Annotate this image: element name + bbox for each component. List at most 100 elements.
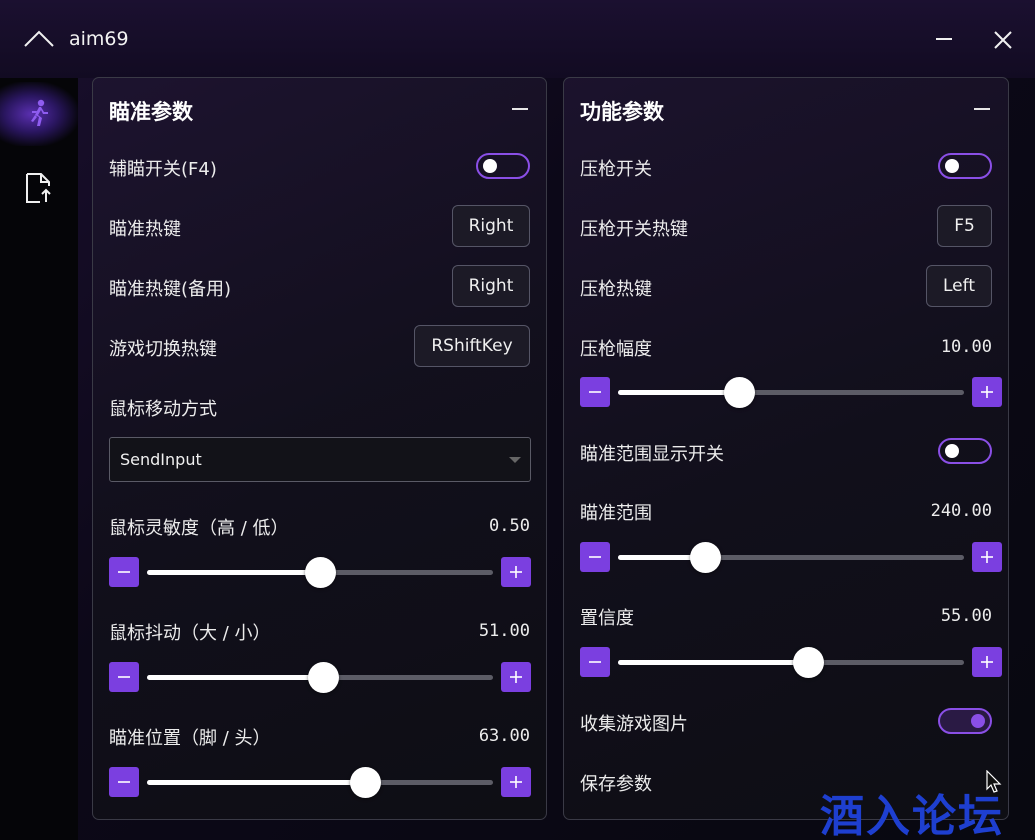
recoil-toggle-hotkey-button[interactable]: F5 [937, 205, 992, 247]
toggle-knob [945, 159, 959, 173]
file-upload-icon [26, 173, 51, 203]
toggle-knob [971, 714, 985, 728]
recoil-toggle-label: 压枪开关 [580, 159, 652, 180]
range-display-toggle[interactable] [938, 438, 992, 464]
sidebar-item-aim[interactable] [0, 82, 78, 146]
panel-title: 瞄准参数 [109, 100, 193, 124]
sensitivity-label: 鼠标灵敏度（高 / 低） [109, 518, 289, 539]
chevron-down-icon [509, 457, 521, 463]
slider-track[interactable] [147, 780, 493, 785]
recoil-hotkey-label: 压枪热键 [580, 279, 652, 300]
plus-icon [981, 386, 993, 398]
minus-button[interactable] [580, 377, 610, 407]
minus-button[interactable] [580, 542, 610, 572]
minimize-icon[interactable] [930, 25, 958, 53]
slider-thumb[interactable] [793, 647, 824, 678]
slider-thumb[interactable] [690, 542, 721, 573]
slider-thumb[interactable] [724, 377, 755, 408]
slider-fill [147, 780, 365, 785]
recoil-toggle-hotkey-label: 压枪开关热键 [580, 219, 688, 240]
aim-position-label: 瞄准位置（脚 / 头） [109, 728, 271, 749]
minus-icon [118, 781, 130, 783]
sidebar-item-export[interactable] [0, 156, 78, 220]
aim-toggle-label: 辅瞄开关(F4) [109, 159, 217, 180]
save-params-label[interactable]: 保存参数 [580, 774, 652, 795]
aim-params-panel: 瞄准参数 辅瞄开关(F4) 瞄准热键 Right 瞄准热键(备用) Right … [92, 77, 547, 820]
close-icon[interactable] [988, 25, 1018, 55]
aim-position-slider [109, 767, 531, 798]
slider-fill [147, 570, 320, 575]
slider-thumb[interactable] [305, 557, 336, 588]
slider-fill [147, 675, 323, 680]
slider-track[interactable] [618, 555, 964, 560]
slider-track[interactable] [618, 390, 964, 395]
slider-thumb[interactable] [308, 662, 339, 693]
game-switch-hotkey-button[interactable]: RShiftKey [414, 325, 530, 367]
minus-icon [589, 661, 601, 663]
recoil-toggle[interactable] [938, 153, 992, 179]
aim-toggle[interactable] [476, 153, 530, 179]
plus-icon [981, 551, 993, 563]
confidence-slider [580, 647, 1002, 678]
aim-range-label: 瞄准范围 [580, 503, 652, 524]
plus-button[interactable] [501, 767, 531, 797]
plus-icon [981, 656, 993, 668]
collect-images-label: 收集游戏图片 [580, 714, 688, 735]
recoil-amount-slider [580, 377, 1002, 408]
plus-button[interactable] [972, 542, 1002, 572]
minus-button[interactable] [580, 647, 610, 677]
sensitivity-slider [109, 557, 531, 588]
confidence-value: 55.00 [940, 606, 992, 626]
function-params-panel: 功能参数 压枪开关 压枪开关热键 F5 压枪热键 Left 压枪幅度 10.00… [563, 77, 1009, 820]
toggle-knob [483, 159, 497, 173]
recoil-hotkey-button[interactable]: Left [926, 265, 992, 307]
plus-icon [510, 671, 522, 683]
minus-icon [589, 391, 601, 393]
aim-hotkey-backup-button[interactable]: Right [452, 265, 530, 307]
running-person-icon [31, 99, 48, 126]
minus-icon [589, 556, 601, 558]
jitter-label: 鼠标抖动（大 / 小） [109, 623, 271, 644]
aim-hotkey-button[interactable]: Right [452, 205, 530, 247]
collapse-icon[interactable] [972, 100, 992, 120]
recoil-amount-value: 10.00 [940, 337, 992, 357]
aim-hotkey-label: 瞄准热键 [109, 219, 181, 240]
plus-button[interactable] [501, 557, 531, 587]
slider-fill [618, 660, 808, 665]
chevron-up-icon[interactable] [22, 26, 56, 50]
cursor-icon [986, 770, 1002, 793]
confidence-label: 置信度 [580, 608, 634, 629]
collect-images-toggle[interactable] [938, 708, 992, 734]
jitter-slider [109, 662, 531, 693]
sidebar [0, 78, 78, 840]
aim-range-slider [580, 542, 1002, 573]
aim-position-value: 63.00 [478, 726, 530, 746]
slider-thumb[interactable] [350, 767, 381, 798]
slider-fill [618, 555, 705, 560]
recoil-amount-label: 压枪幅度 [580, 339, 652, 360]
minus-button[interactable] [109, 767, 139, 797]
range-display-toggle-label: 瞄准范围显示开关 [580, 444, 724, 465]
minus-button[interactable] [109, 662, 139, 692]
minus-icon [118, 571, 130, 573]
watermark: 酒入论坛 [820, 791, 1004, 840]
panel-title: 功能参数 [580, 100, 664, 124]
collapse-icon[interactable] [510, 100, 530, 120]
toggle-knob [945, 444, 959, 458]
aim-range-value: 240.00 [930, 501, 992, 521]
sensitivity-value: 0.50 [489, 516, 530, 536]
title-bar: aim69 [0, 0, 1035, 78]
mouse-move-method-label: 鼠标移动方式 [109, 399, 217, 420]
plus-icon [510, 776, 522, 788]
jitter-value: 51.00 [478, 621, 530, 641]
mouse-move-method-select[interactable]: SendInput [109, 437, 531, 482]
plus-button[interactable] [972, 647, 1002, 677]
plus-button[interactable] [972, 377, 1002, 407]
slider-fill [618, 390, 739, 395]
aim-hotkey-backup-label: 瞄准热键(备用) [109, 279, 232, 300]
minus-button[interactable] [109, 557, 139, 587]
app-title: aim69 [69, 28, 129, 50]
slider-track[interactable] [618, 660, 964, 665]
select-value: SendInput [120, 450, 202, 469]
plus-button[interactable] [501, 662, 531, 692]
